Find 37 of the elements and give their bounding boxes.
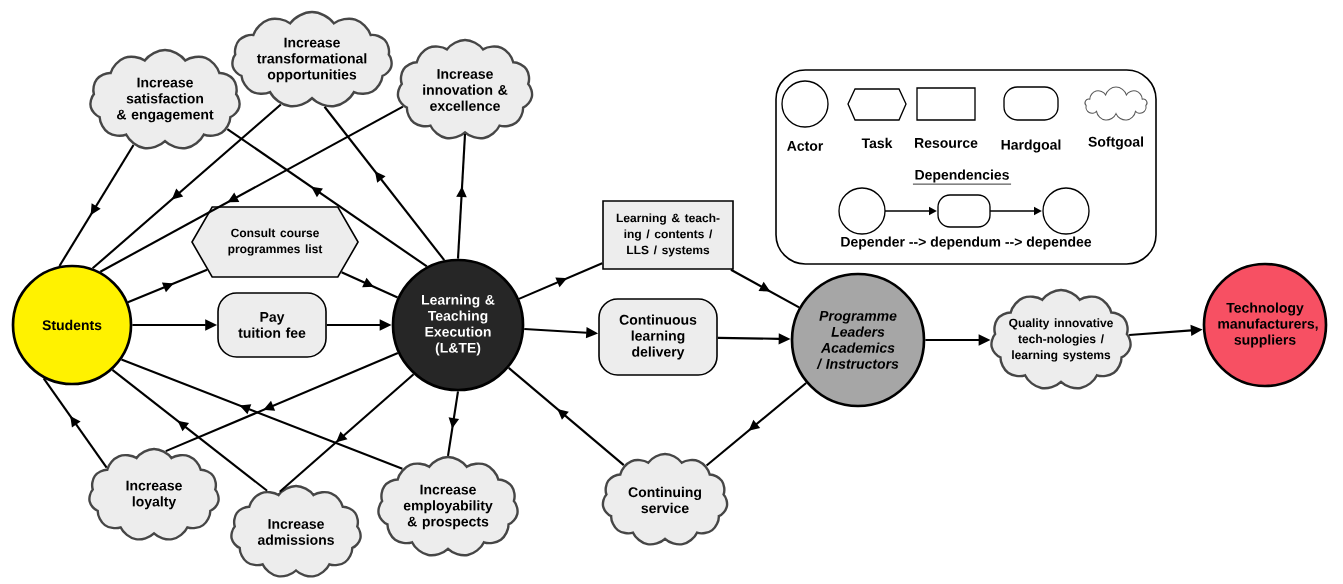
arrow [730, 268, 800, 309]
goal-box: Pay tuition fee [217, 292, 327, 358]
arrow [165, 352, 399, 453]
resource-box: Learning & teach-ing / contents / LLS / systems [602, 200, 734, 270]
arrow [42, 377, 108, 469]
arrow [341, 271, 399, 299]
legend-label: Resource [915, 138, 978, 148]
arrow [279, 373, 415, 493]
legend-label: Depender --> dependum --> dependee [841, 236, 1092, 250]
arrow [99, 105, 404, 273]
softgoal-cloud: Quality innovative tech-nologies / learning systems [990, 288, 1132, 390]
legend-label: Actor [787, 141, 824, 151]
legend-label: Softgoal [1088, 136, 1143, 150]
arrow [226, 128, 428, 268]
goal-box: Continuous learning delivery [598, 298, 718, 376]
softgoal-cloud: Increase transformational opportunities [231, 10, 393, 108]
arrow [323, 106, 446, 261]
softgoal-cloud: Continuing service [601, 452, 729, 546]
softgoal-cloud: Increase satisfaction & engagement [89, 48, 241, 150]
softgoal-cloud: Increase loyalty [88, 447, 220, 541]
softgoal-cloud: Increase employability & prospects [377, 455, 519, 557]
task-hexagon: Consult course programmes list [191, 206, 359, 278]
softgoal-cloud: Increase admissions [230, 484, 362, 578]
arrow [446, 391, 460, 456]
arrow [507, 367, 625, 466]
arrow [127, 268, 208, 304]
arrow [111, 369, 268, 492]
arrow [456, 133, 467, 259]
softgoal-cloud: Increase innovation & excellence [396, 38, 534, 140]
arrow [58, 144, 135, 267]
arrow [121, 358, 403, 470]
legend-label: Task [861, 137, 893, 149]
legend-heading: Dependencies [915, 169, 1009, 183]
arrow [518, 262, 603, 300]
legend-label: Hardgoal [1001, 139, 1061, 153]
arrow [91, 103, 282, 270]
arrow [705, 382, 807, 467]
